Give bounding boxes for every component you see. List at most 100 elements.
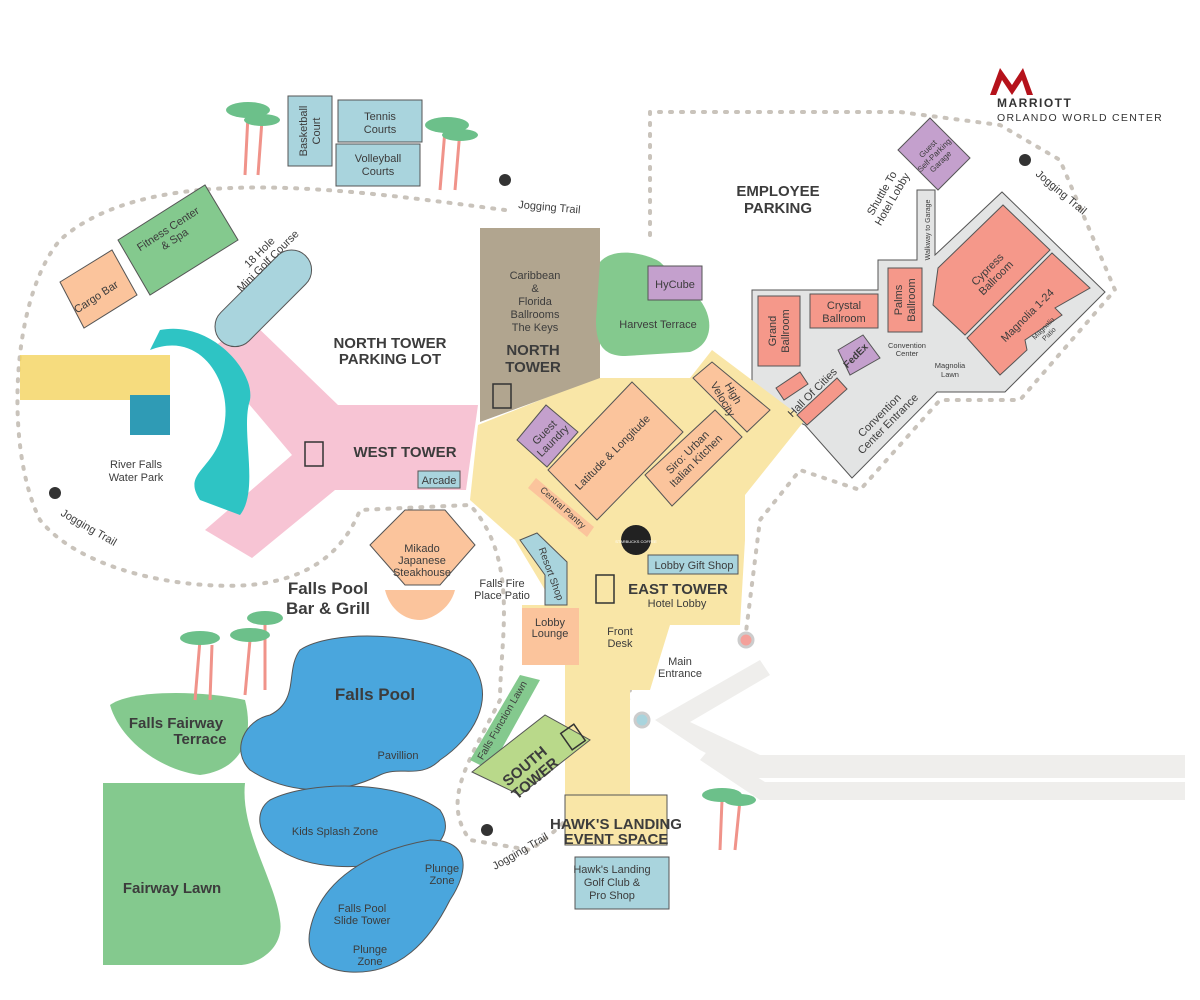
map-label: Ballroom: [780, 309, 792, 352]
map-shape: [130, 395, 170, 435]
map-shape: [304, 441, 324, 467]
map-label: Ballroom: [906, 278, 918, 321]
map-label: Falls Fairway: [129, 715, 224, 732]
map-shape: [442, 129, 478, 141]
map-shape: [595, 574, 615, 604]
jogging-trail-label: Jogging Trail: [518, 199, 581, 216]
map-label: EVENT SPACE: [564, 831, 669, 848]
lobby-area: [470, 350, 805, 795]
map-label: Bar & Grill: [286, 599, 370, 618]
map-label: River Falls: [110, 459, 162, 471]
map-label: Court: [311, 118, 323, 145]
basketball-court[interactable]: [287, 95, 333, 167]
siro-kitchen[interactable]: [644, 409, 743, 507]
map-label: Golf Club &: [584, 877, 641, 889]
map-label: Main: [668, 656, 692, 668]
map-label: Walkway to Garage: [925, 199, 932, 260]
central-pantry[interactable]: [528, 478, 594, 537]
fairway-terrace: [110, 693, 248, 775]
hycube[interactable]: [647, 265, 703, 301]
fitness-center[interactable]: [117, 184, 239, 296]
crystal-ballroom[interactable]: [809, 293, 879, 329]
fedex[interactable]: [837, 334, 881, 376]
grand-ballroom[interactable]: [757, 295, 801, 367]
jogging-trail-label: Jogging Trail: [1033, 168, 1088, 217]
map-label: Falls Pool: [288, 579, 368, 598]
map-label: Harvest Terrace: [619, 319, 696, 331]
resort-shop[interactable]: [519, 532, 568, 606]
map-label: PalmsBallroom: [893, 278, 918, 321]
map-label: Desk: [607, 638, 633, 650]
tennis-courts[interactable]: [337, 99, 423, 143]
map-label: Convention: [888, 341, 926, 350]
golf-club[interactable]: [574, 856, 670, 910]
volleyball-courts[interactable]: [335, 143, 421, 187]
cargo-bar[interactable]: [59, 249, 138, 329]
map-label: WEST TOWER: [353, 444, 456, 461]
map-label: Water Park: [109, 472, 164, 484]
magnolia-ballroom[interactable]: [966, 252, 1091, 376]
hall-of-cities[interactable]: [796, 377, 848, 426]
guest-laundry[interactable]: [516, 404, 579, 468]
elevator-icon: [304, 383, 615, 751]
map-label: Shuttle ToHotel Lobby: [863, 165, 913, 228]
map-shape: [1019, 154, 1031, 166]
palm-leaves: [180, 102, 756, 806]
south-tower[interactable]: [471, 714, 591, 796]
palm-tree-icon: [193, 114, 742, 851]
map-label: Ballrooms: [511, 309, 560, 321]
map-shape: [990, 68, 1033, 95]
water-park: [20, 328, 251, 515]
slide-tower-pool[interactable]: [308, 839, 464, 973]
map-label: Florida: [518, 296, 553, 308]
high-velocity[interactable]: [692, 361, 771, 433]
map-label: Slide Tower: [334, 915, 391, 927]
map-shape: [499, 174, 511, 186]
map-label: Place Patio: [474, 590, 530, 602]
brand-sub: ORLANDO WORLD CENTER: [997, 112, 1163, 124]
cypress-ballroom[interactable]: [932, 204, 1051, 336]
jogger-icon: [49, 154, 1031, 836]
map-label: EMPLOYEE: [736, 183, 819, 200]
roads: [655, 660, 1185, 800]
falls-pool[interactable]: [240, 635, 483, 791]
mikado-steakhouse[interactable]: [369, 509, 476, 586]
map-label: Lobby Gift Shop: [655, 560, 734, 572]
map-label: Courts: [362, 166, 395, 178]
map-label: Falls Pool: [335, 685, 415, 704]
map-label: The Keys: [512, 322, 559, 334]
map-label: Lobby: [535, 617, 565, 629]
map-label: Grand: [767, 316, 779, 347]
map-shape: [180, 631, 220, 645]
map-label: Volleyball: [355, 153, 401, 165]
map-shape: [700, 748, 1185, 800]
hawks-landing[interactable]: [564, 794, 668, 846]
map-label: Courts: [364, 124, 397, 136]
lobby-gift-shop[interactable]: [647, 554, 739, 575]
lobby-lounge[interactable]: [522, 608, 579, 665]
map-label: PARKING LOT: [339, 351, 441, 368]
map-shape: [481, 824, 493, 836]
map-label: Lounge: [532, 628, 569, 640]
map-label: GrandBallroom: [767, 309, 792, 352]
map-label: Entrance: [658, 668, 702, 680]
map-label: Steakhouse: [393, 567, 451, 579]
map-label: NORTH TOWER: [333, 335, 446, 352]
arcade[interactable]: [417, 470, 461, 489]
map-label: Tennis: [364, 111, 396, 123]
mini-golf[interactable]: [207, 242, 320, 355]
palms-ballroom[interactable]: [887, 267, 923, 333]
map-label: Mikado: [404, 543, 439, 555]
latitude-longitude[interactable]: [547, 381, 684, 521]
guest-garage[interactable]: [897, 117, 971, 191]
